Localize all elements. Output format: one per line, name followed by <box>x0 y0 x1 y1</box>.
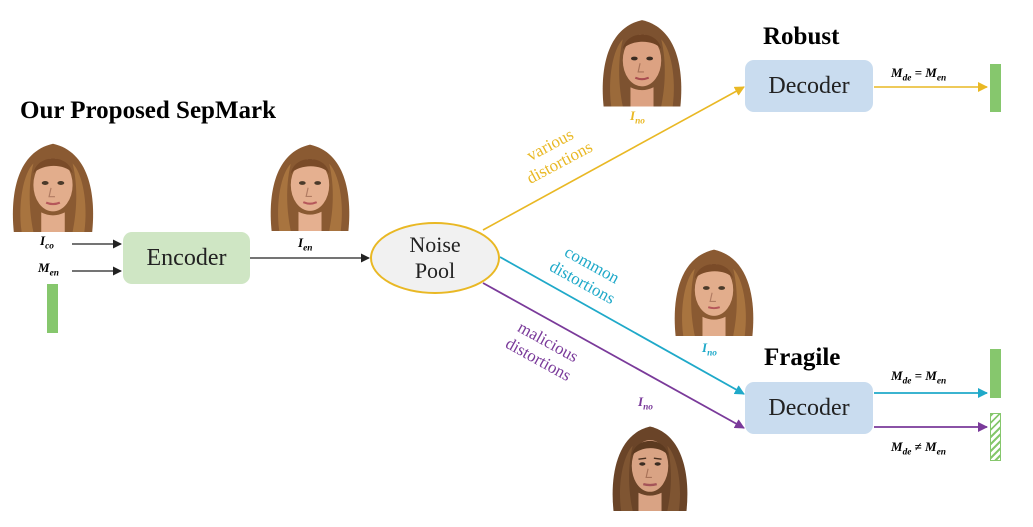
portrait-woman-icon <box>262 135 358 231</box>
portrait-woman-icon <box>666 240 762 336</box>
noised-symbol-malicious: Ino <box>638 394 653 413</box>
noise-pool-label-line1: Noise <box>409 232 461 257</box>
noised-image-malicious <box>602 414 698 512</box>
portrait-forged-icon <box>602 415 698 511</box>
noised-symbol-common: Ino <box>702 340 717 359</box>
malicious-distortions-arrow <box>482 282 745 429</box>
diagram-title: Our Proposed SepMark <box>20 97 277 124</box>
encoder-block: Encoder <box>123 232 250 284</box>
cover-image <box>4 134 102 232</box>
fragile-output-equation: Mde = Men <box>891 368 947 387</box>
robust-output-equation: Mde = Men <box>891 65 947 84</box>
noised-image-robust <box>594 10 690 107</box>
various-distortions-arrow <box>482 86 745 231</box>
encoded-image-symbol: Ien <box>298 235 313 254</box>
robust-output-message-bar <box>990 64 1001 112</box>
fragile-destroyed-message-bar <box>990 413 1001 461</box>
fragile-output-message-bar <box>990 349 1001 398</box>
cover-image-symbol: Ico <box>40 233 54 252</box>
common-distortions-arrow <box>499 256 745 395</box>
robust-decoder-block: Decoder <box>745 60 873 112</box>
fragile-heading: Fragile <box>764 344 841 371</box>
fragile-output-inequality: Mde ≠ Men <box>891 439 946 458</box>
input-message-bar <box>47 284 58 333</box>
portrait-woman-icon <box>4 134 102 232</box>
noise-pool-block: Noise Pool <box>370 222 500 294</box>
message-symbol: Men <box>38 260 59 279</box>
noised-image-common <box>666 240 762 336</box>
noised-symbol-robust: Ino <box>630 108 645 127</box>
noise-pool-label-line2: Pool <box>414 258 456 283</box>
fragile-decoder-block: Decoder <box>745 382 873 434</box>
portrait-woman-icon <box>594 10 690 107</box>
robust-heading: Robust <box>763 23 840 50</box>
encoded-image <box>262 134 358 232</box>
